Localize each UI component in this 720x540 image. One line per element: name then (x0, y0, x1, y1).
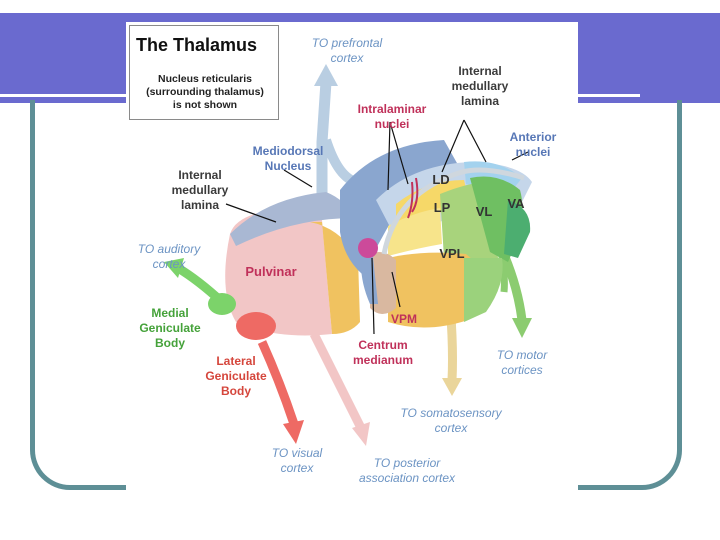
centrum-medianum-marker (358, 238, 378, 258)
label-internal-lamina-left: Internal medullary lamina (171, 168, 229, 212)
label-to-prefrontal: TO prefrontal cortex (311, 36, 383, 65)
label-to-motor: TO motor cortices (496, 348, 548, 377)
label-mediodorsal-nucleus: Mediodorsal Nucleus (252, 144, 324, 173)
label-anterior-nuclei: Anterior nuclei (509, 130, 557, 159)
label-medial-geniculate: Medial Geniculate Body (139, 306, 201, 350)
medial-geniculate-body (208, 293, 236, 315)
label-intralaminar-nuclei: Intralaminar nuclei (357, 102, 427, 131)
label-to-posterior: TO posterior association cortex (358, 456, 456, 485)
thalamus-diagram: The Thalamus Nucleus reticularis (surrou… (126, 22, 578, 496)
label-ld: LD (432, 172, 450, 187)
posterior-projection-arrow (309, 331, 367, 433)
thalamus-illustration (164, 64, 532, 446)
diagram-title: The Thalamus (136, 35, 258, 55)
label-vpm: VPM (390, 312, 417, 326)
label-internal-lamina-top: Internal medullary lamina (451, 64, 509, 108)
label-va: VA (507, 196, 525, 211)
label-centrum-medianum: Centrum medianum (352, 338, 413, 367)
lateral-geniculate-body (236, 312, 276, 340)
label-to-auditory: TO auditory cortex (137, 242, 201, 271)
label-vl: VL (475, 204, 493, 219)
title-box: The Thalamus Nucleus reticularis (surrou… (129, 25, 279, 120)
label-lateral-geniculate: Lateral Geniculate Body (205, 354, 267, 398)
label-to-somatosensory: TO somatosensory cortex (400, 406, 502, 435)
visual-projection-arrow (257, 340, 299, 426)
pulvinar-region (225, 208, 332, 336)
label-pulvinar: Pulvinar (245, 264, 297, 279)
label-vpl: VPL (439, 246, 465, 261)
label-to-visual: TO visual cortex (271, 446, 323, 475)
label-lp: LP (433, 200, 451, 215)
reticularis-note: Nucleus reticularis (surrounding thalamu… (146, 73, 264, 111)
